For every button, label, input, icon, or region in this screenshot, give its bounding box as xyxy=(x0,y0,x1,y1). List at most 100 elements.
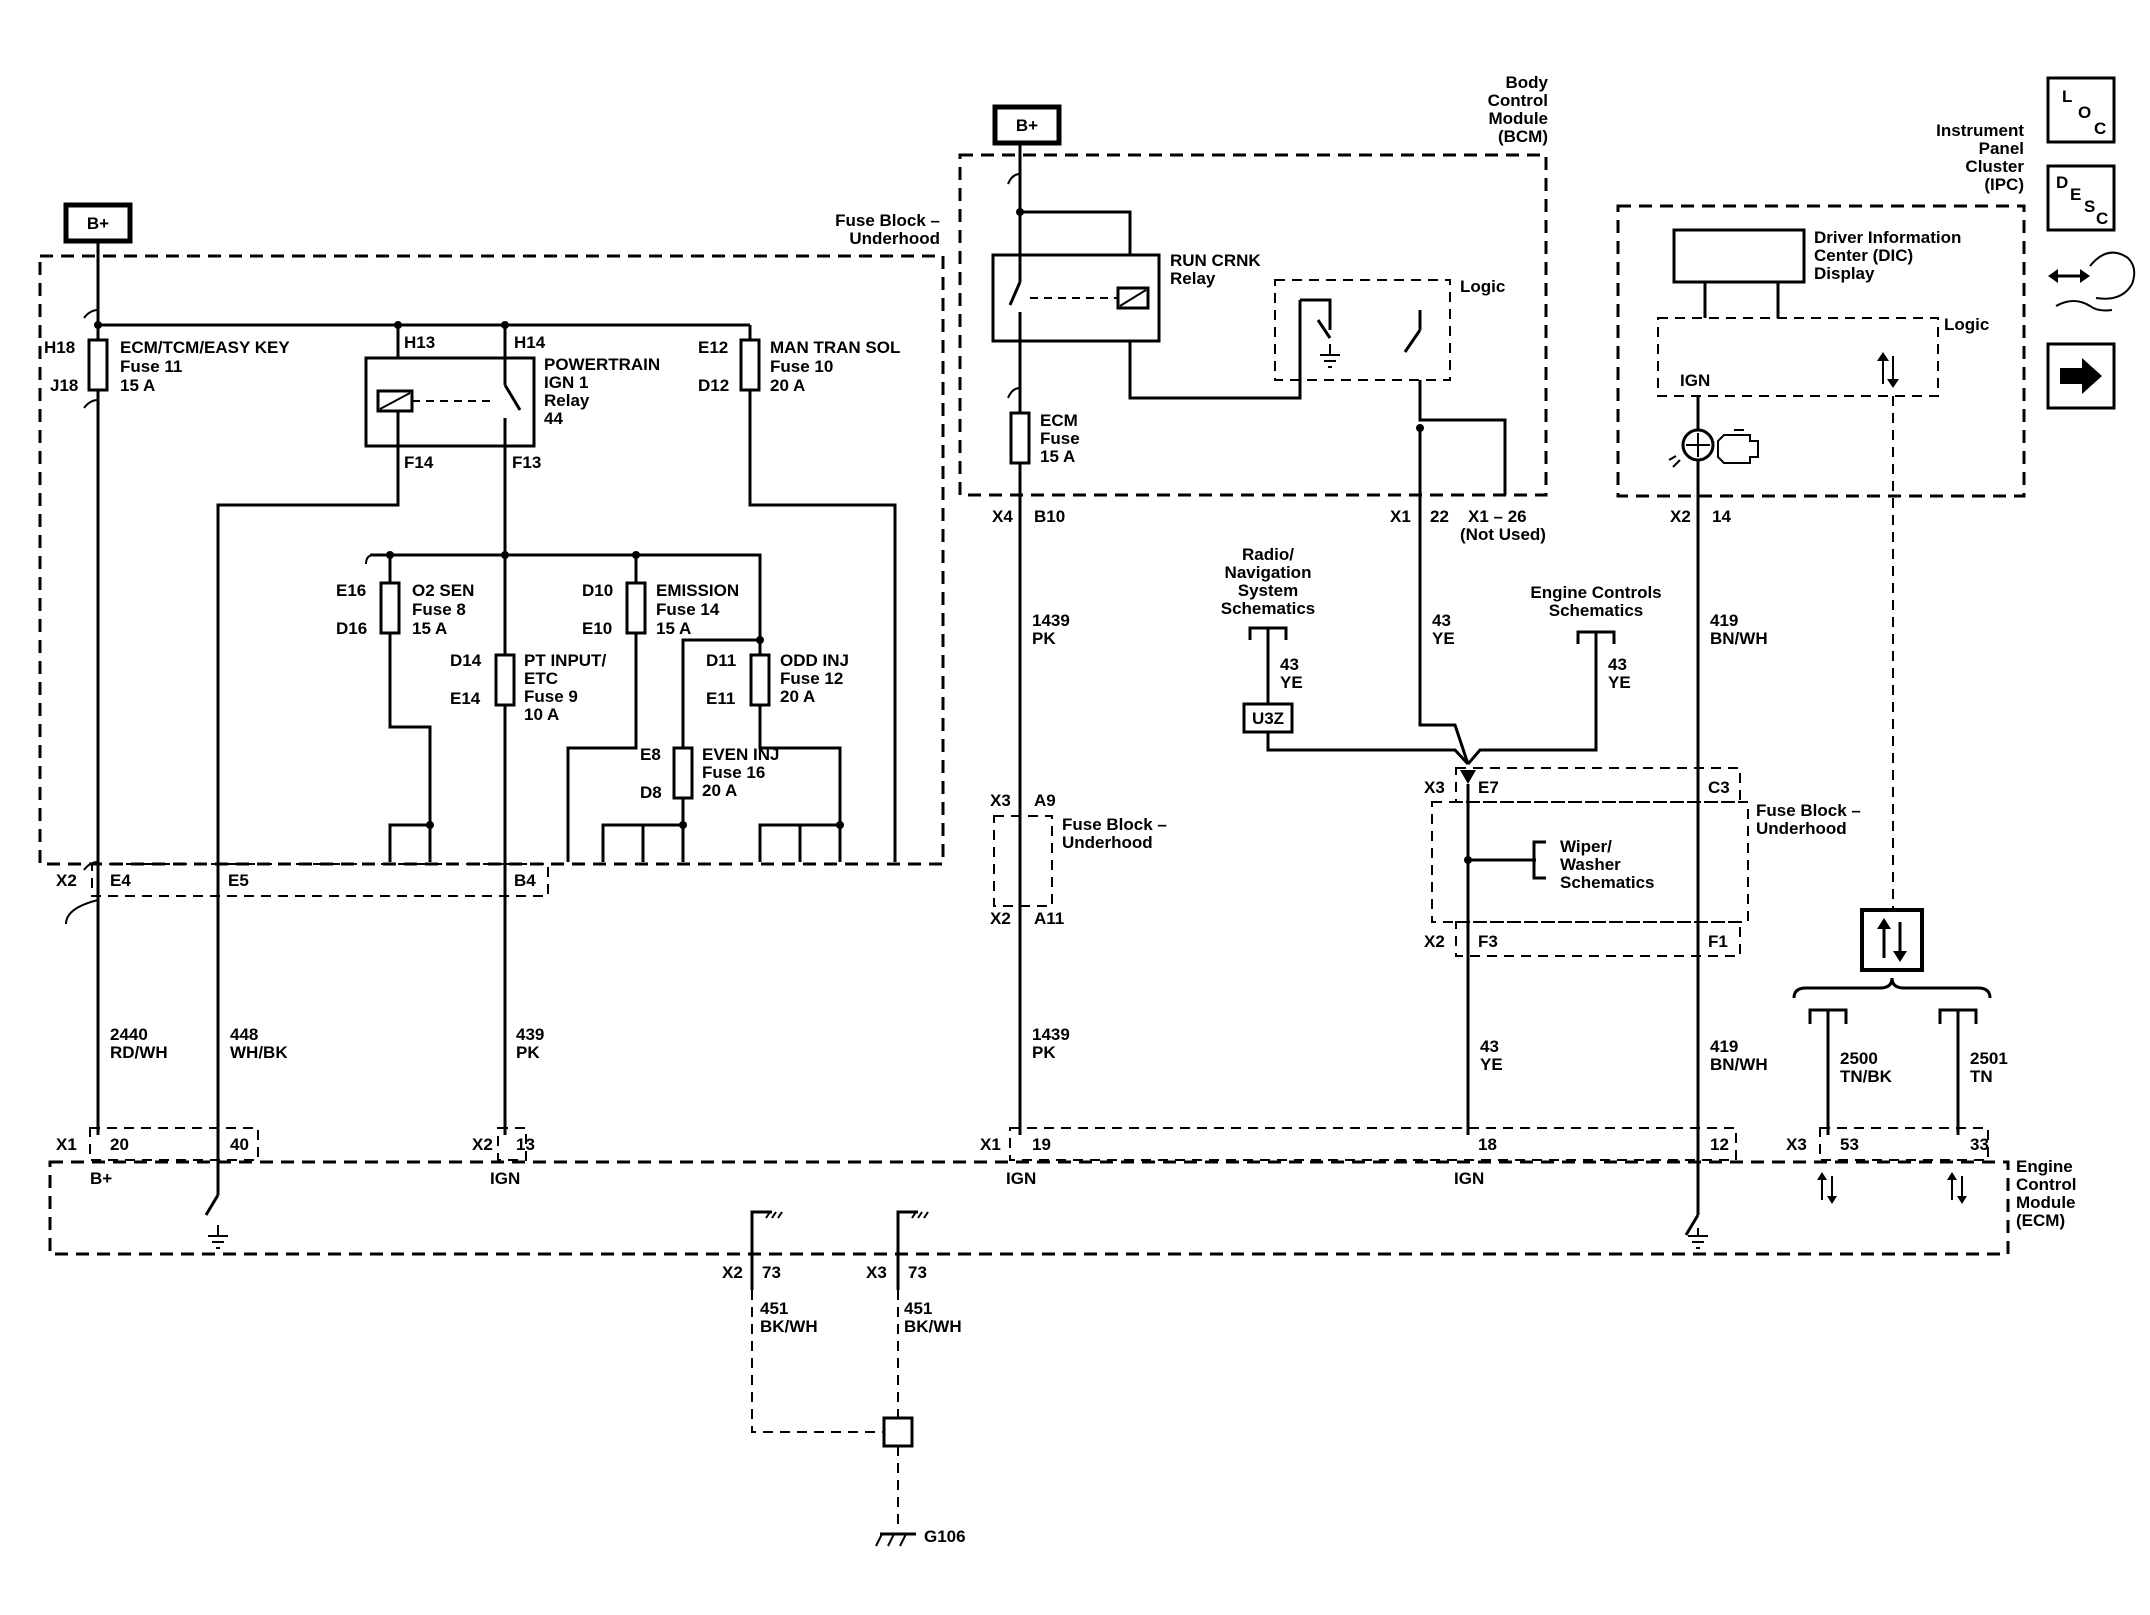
loc-letter-l: L xyxy=(2062,87,2072,106)
dic-label-1: Driver Information xyxy=(1814,228,1961,247)
gnd-conn-x3: X3 xyxy=(866,1263,887,1282)
wiper-label-2: Washer xyxy=(1560,855,1621,874)
fb-pin-e5: E5 xyxy=(228,871,249,890)
c419-upper-color: BN/WH xyxy=(1710,629,1768,648)
loc-letter-o: O xyxy=(2078,103,2091,122)
body-control-module: Body Control Module (BCM) RUN CRNK Relay… xyxy=(958,73,1549,1135)
ecm-title-2: Control xyxy=(2016,1175,2076,1194)
gnd-conn-x2: X2 xyxy=(722,1263,743,1282)
bcm-conn-x4: X4 xyxy=(992,507,1013,526)
relay-pin-f14: F14 xyxy=(404,453,434,472)
fuse11-amps: 15 A xyxy=(120,376,155,395)
ecm-pin-12: 12 xyxy=(1710,1135,1729,1154)
rfb-pin-f3: F3 xyxy=(1478,932,1498,951)
inline-conn-bottom: X2 xyxy=(990,909,1011,928)
inline-title-2: Underhood xyxy=(1062,833,1153,852)
fuse9-top-pin: D14 xyxy=(450,651,482,670)
warning-lamp-icon xyxy=(1668,428,1715,468)
c43-bcm-color: YE xyxy=(1432,629,1455,648)
ecm-title-3: Module xyxy=(2016,1193,2076,1212)
radio-navigation-reference: Radio/ Navigation System Schematics U3Z xyxy=(1221,545,1470,766)
ecm-pin-18: 18 xyxy=(1478,1135,1497,1154)
inline-pin-a11: A11 xyxy=(1034,909,1064,928)
ground-lead-x3: X3 73 xyxy=(866,1210,929,1290)
bplus-left-label: B+ xyxy=(87,214,109,233)
ecm-pin-33: 33 xyxy=(1970,1135,1989,1154)
ref-radio-4: Schematics xyxy=(1221,599,1316,618)
arrow-right-icon xyxy=(2046,342,2116,410)
c439-color: PK xyxy=(516,1043,540,1062)
fuse9-amps: 10 A xyxy=(524,705,559,724)
c43-bcm-num: 43 xyxy=(1432,611,1451,630)
desc-letter-s: S xyxy=(2084,197,2095,216)
fuse8-number: Fuse 8 xyxy=(412,600,466,619)
bplus-right-label: B+ xyxy=(1016,116,1038,135)
ecm-lbl-ign-1: IGN xyxy=(490,1169,520,1188)
ipc-conn-x2: X2 xyxy=(1670,507,1691,526)
wiper-label-3: Schematics xyxy=(1560,873,1655,892)
ecm-lbl-bplus: B+ xyxy=(90,1169,112,1188)
fuse14-number: Fuse 14 xyxy=(656,600,720,619)
c1439-upper-num: 1439 xyxy=(1032,611,1070,630)
ipc-title-1: Instrument xyxy=(1936,121,2024,140)
c419-lower-num: 419 xyxy=(1710,1037,1738,1056)
fuse12-bottom-pin: E11 xyxy=(706,689,735,708)
ground-g106: G106 xyxy=(751,1290,966,1547)
dic-label-2: Center (DIC) xyxy=(1814,246,1913,265)
bcm-title-2: Control xyxy=(1488,91,1548,110)
bplus-right: B+ xyxy=(992,104,1062,146)
fuse14-bottom-pin: E10 xyxy=(582,619,612,638)
connector-hand-icon xyxy=(2048,251,2136,312)
relay-pin-h13: H13 xyxy=(404,333,435,352)
relay-pin-h14: H14 xyxy=(514,333,546,352)
c451-b-num: 451 xyxy=(904,1299,932,1318)
ecm-title-4: (ECM) xyxy=(2016,1211,2065,1230)
fuse10-name: MAN TRAN SOL xyxy=(770,338,900,357)
c43-lower-num: 43 xyxy=(1480,1037,1499,1056)
loc-letter-c: C xyxy=(2094,119,2106,138)
fb-pin-b4: B4 xyxy=(514,871,536,890)
c2500-num: 2500 xyxy=(1840,1049,1878,1068)
inline-pin-a9: A9 xyxy=(1034,791,1056,810)
ecm-pin-40: 40 xyxy=(230,1135,249,1154)
c43-lower-color: YE xyxy=(1480,1055,1503,1074)
c43-engine-color: YE xyxy=(1608,673,1631,692)
c43-radio-color: YE xyxy=(1280,673,1303,692)
desc-letter-e: E xyxy=(2070,185,2081,204)
fuse10-number: Fuse 10 xyxy=(770,357,833,376)
c1439-lower-color: PK xyxy=(1032,1043,1056,1062)
ecm-pin-19: 19 xyxy=(1032,1135,1051,1154)
fuse8-amps: 15 A xyxy=(412,619,447,638)
c419-lower-color: BN/WH xyxy=(1710,1055,1768,1074)
updown-arrow-icon xyxy=(1947,1172,1967,1204)
bcm-title-1: Body xyxy=(1506,73,1549,92)
c43-radio-num: 43 xyxy=(1280,655,1299,674)
fuse16-amps: 20 A xyxy=(702,781,737,800)
bcm-relay-name-1: RUN CRNK xyxy=(1170,251,1261,270)
bcm-relay-name-2: Relay xyxy=(1170,269,1216,288)
fuse12-name: ODD INJ xyxy=(780,651,849,670)
fuse12-amps: 20 A xyxy=(780,687,815,706)
ecm-pin-53: 53 xyxy=(1840,1135,1859,1154)
bcm-fuse-name: ECM xyxy=(1040,411,1078,430)
relay-number: 44 xyxy=(544,409,563,428)
fuse-block-underhood-left: Fuse Block – Underhood H18 J18 ECM/TCM/E… xyxy=(38,211,945,1195)
ecm-pin-13: 13 xyxy=(516,1135,535,1154)
ecm-title-1: Engine xyxy=(2016,1157,2073,1176)
bcm-conn-x1: X1 xyxy=(1390,507,1411,526)
loc-icon: L O C xyxy=(2046,76,2116,144)
u3z-label: U3Z xyxy=(1252,709,1284,728)
fuse9-name-1: PT INPUT/ xyxy=(524,651,606,670)
c451-a-num: 451 xyxy=(760,1299,788,1318)
ref-engine-1: Engine Controls xyxy=(1530,583,1661,602)
fuse10-top-pin: E12 xyxy=(698,338,728,357)
fuse11-number: Fuse 11 xyxy=(120,357,182,376)
c419-upper-num: 419 xyxy=(1710,611,1738,630)
right-fuse-block: X3 E7 C3 X2 F3 F1 Fuse Block – Underhood… xyxy=(1424,767,1861,957)
fb-pin-e4: E4 xyxy=(110,871,131,890)
ipc-ign: IGN xyxy=(1680,371,1710,390)
fuse14-top-pin: D10 xyxy=(582,581,613,600)
fuse-block-title-1: Fuse Block – xyxy=(835,211,940,230)
ecm-conn-x2: X2 xyxy=(472,1135,493,1154)
